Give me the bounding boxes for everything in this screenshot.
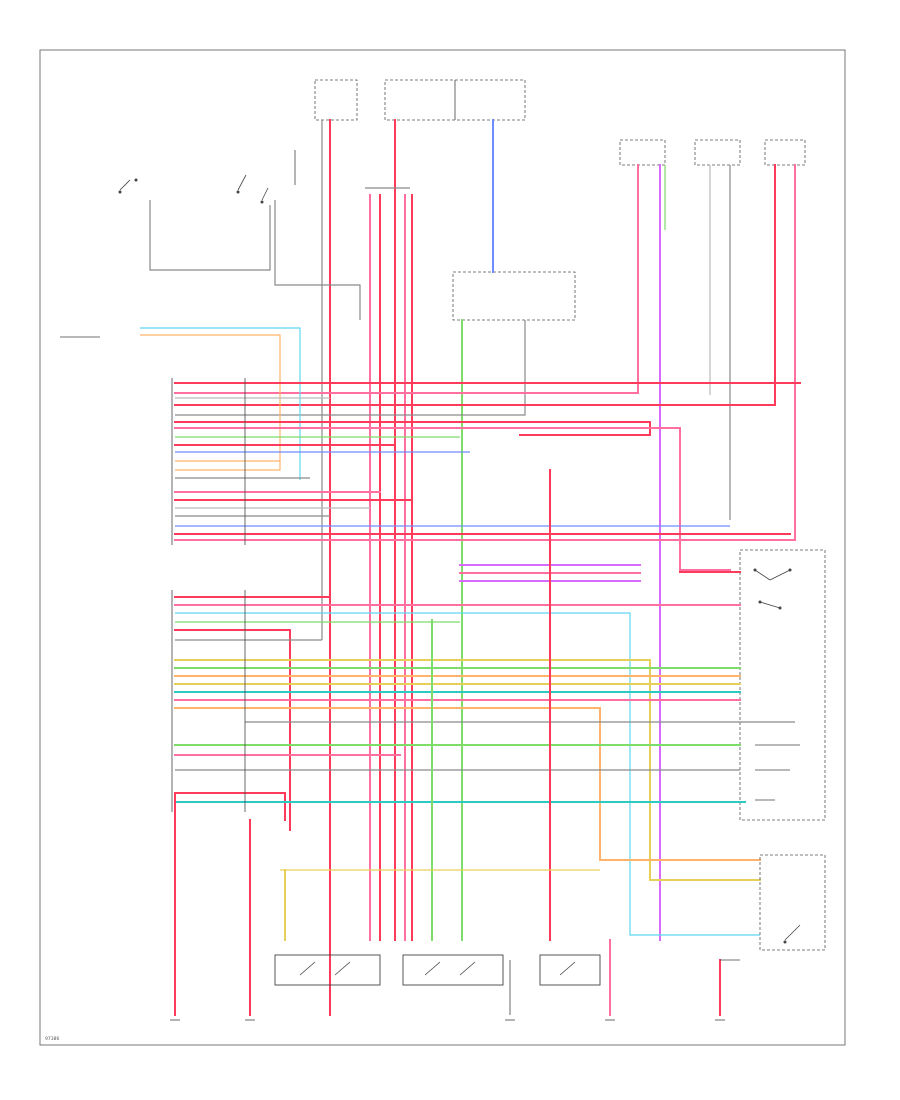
lower-connector-wires bbox=[174, 596, 795, 936]
sensor-box-top-right-3 bbox=[764, 139, 806, 166]
wire-v-pink-tr1 bbox=[174, 164, 639, 394]
wire-v-red-tr3 bbox=[174, 164, 776, 406]
wire-v-gray-3 bbox=[175, 320, 526, 416]
bottom-switch-1 bbox=[274, 954, 381, 986]
ignition-switch bbox=[236, 150, 296, 204]
sensor-box-top-right-2 bbox=[694, 139, 741, 166]
diagram-frame bbox=[39, 49, 846, 1046]
relay-box-middle bbox=[452, 271, 576, 321]
middle-wires-right bbox=[459, 564, 741, 606]
footer-code: 97386 bbox=[45, 1036, 59, 1042]
fuse-box-left bbox=[314, 79, 358, 121]
valve-box bbox=[759, 854, 826, 951]
wire-gray-ign bbox=[149, 200, 271, 271]
bottom-switch-3 bbox=[539, 954, 601, 986]
right-switches bbox=[755, 744, 800, 801]
upper-connector-wires bbox=[140, 327, 801, 571]
bottom-switch-2 bbox=[402, 954, 504, 986]
lower-connector-pins bbox=[171, 590, 246, 812]
ground-points bbox=[170, 959, 740, 1021]
brake-switch-top-left bbox=[118, 178, 138, 194]
pump-relay bbox=[739, 549, 826, 821]
sensor-box-top-right-1 bbox=[619, 139, 666, 166]
wire-gray-ign-2 bbox=[274, 200, 361, 320]
wire-v-pink-tr4 bbox=[174, 164, 796, 541]
upper-connector-pins bbox=[60, 336, 246, 545]
